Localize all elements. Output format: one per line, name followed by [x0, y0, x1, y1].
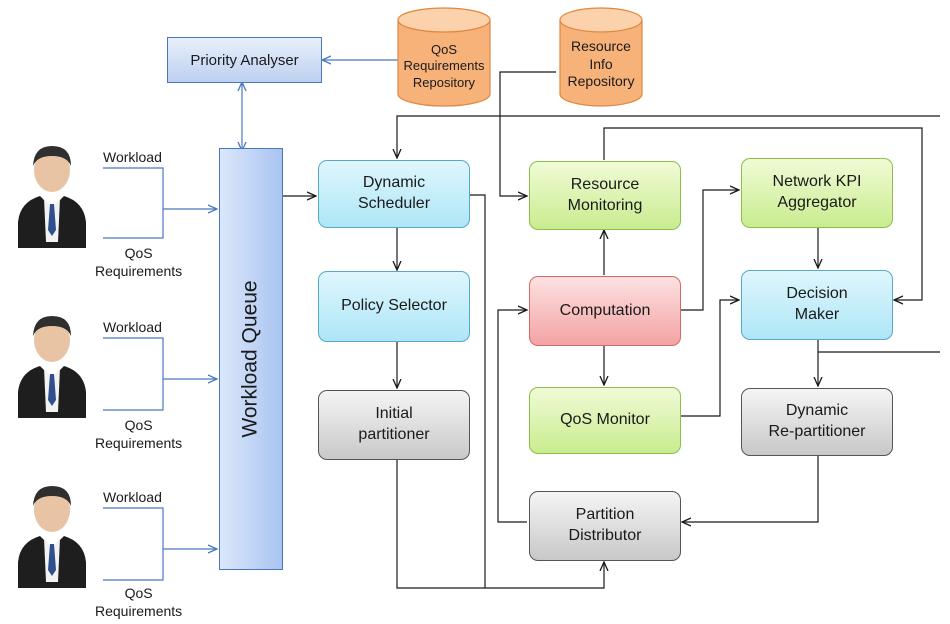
- user-icon: [18, 316, 86, 418]
- workload-queue-box: Workload Queue: [219, 148, 283, 570]
- qos-requirements-label: QoS Requirements: [95, 417, 183, 452]
- qos-requirements-label: QoS Requirements: [95, 585, 183, 620]
- initial-partitioner-box: Initial partitioner: [318, 390, 470, 460]
- partition-distributor-box: Partition Distributor: [529, 491, 681, 561]
- user-icon: [18, 146, 86, 248]
- resource-repository-database-icon: [559, 7, 643, 107]
- dynamic-repartitioner-box: Dynamic Re-partitioner: [741, 388, 893, 456]
- workload-label: Workload: [103, 319, 162, 335]
- workload-label: Workload: [103, 149, 162, 165]
- network-kpi-aggregator-box: Network KPI Aggregator: [741, 158, 893, 228]
- qos-repository-label: QoS Requirements Repository: [403, 42, 485, 90]
- decision-maker-box: Decision Maker: [741, 270, 893, 340]
- dynamic-scheduler-box: Dynamic Scheduler: [318, 160, 470, 228]
- computation-box: Computation: [529, 276, 681, 346]
- workload-label: Workload: [103, 489, 162, 505]
- policy-selector-box: Policy Selector: [318, 271, 470, 342]
- workload-queue-label: Workload Queue: [239, 280, 263, 438]
- qos-monitor-box: QoS Monitor: [529, 387, 681, 454]
- resource-monitoring-box: Resource Monitoring: [529, 161, 681, 230]
- qos-requirements-label: QoS Requirements: [95, 245, 183, 280]
- qos-repository-database-icon: [397, 7, 491, 107]
- resource-repository-label: Resource Info Repository: [567, 38, 635, 89]
- priority-analyser-box: Priority Analyser: [167, 37, 322, 83]
- user-icon: [18, 486, 86, 588]
